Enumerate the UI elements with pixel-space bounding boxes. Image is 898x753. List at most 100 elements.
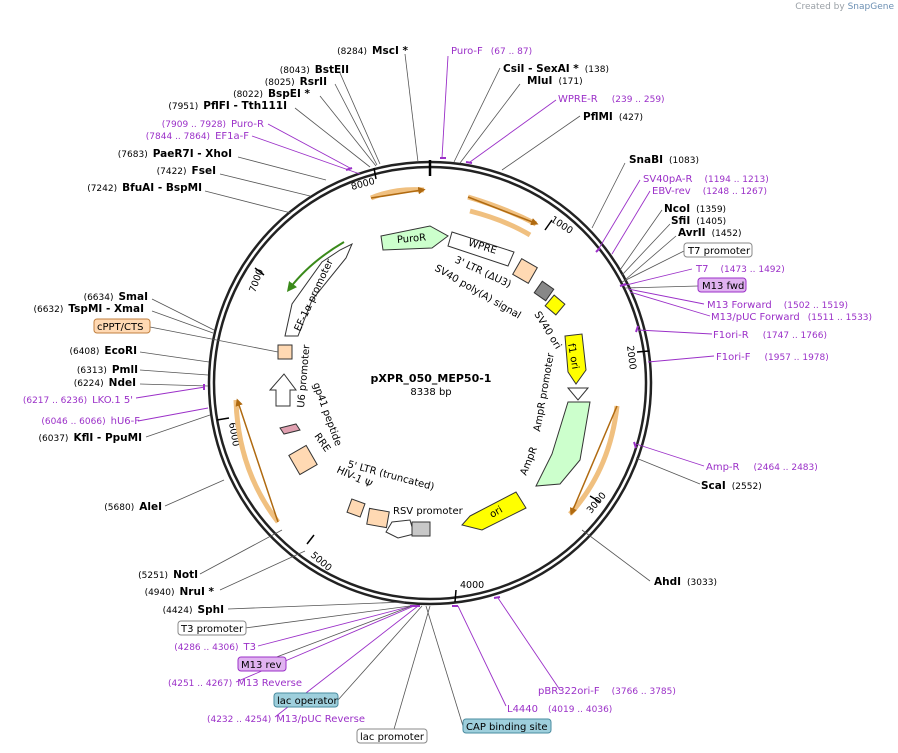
box-cap-site: CAP binding site xyxy=(466,722,548,733)
feature-ampr: AmpR xyxy=(519,445,540,477)
enzyme-ahdI: AhdI(3033) xyxy=(654,576,717,588)
box-lac-promoter: lac promoter xyxy=(360,732,425,743)
tick-label: 8000 xyxy=(350,176,376,193)
feature-f1ori: f1 ori xyxy=(565,343,580,371)
arc-amp xyxy=(568,405,620,516)
primer-t7: T7(1473 .. 1492) xyxy=(695,264,785,275)
enzyme-bfuAI: (7242)BfuAI - BspMI xyxy=(87,182,202,194)
box-lac-operator: lac operator xyxy=(277,696,338,707)
enzyme-csiI: CsiI - SexAI *(138) xyxy=(503,63,609,75)
arrow-puro-a xyxy=(370,186,426,199)
enzyme-leaders xyxy=(139,53,701,610)
primer-lko1: (6217 .. 6236)LKO.1 5' xyxy=(23,395,133,406)
feature-ampr-shape xyxy=(535,401,591,487)
primer-ef1a-f: (7844 .. 7864)EF1a-F xyxy=(146,131,249,142)
feature-puror: PuroR xyxy=(397,232,427,246)
feature-gp41-shape xyxy=(279,423,301,435)
enzyme-snaBI: SnaBI(1083) xyxy=(629,154,699,166)
primer-f1ori-f: F1ori-F(1957 .. 1978) xyxy=(716,352,829,363)
feature-5ltr-shape xyxy=(366,507,390,529)
feature-rsv-box xyxy=(411,521,431,537)
arc-ef1a xyxy=(286,241,345,292)
feature-shapes xyxy=(268,225,591,539)
feature-hiv-shape xyxy=(346,498,366,518)
feature-u6-shape xyxy=(268,373,297,407)
primer-m13-forward: M13 Forward(1502 .. 1519) xyxy=(707,300,848,311)
enzyme-labels: (8284)MscI * (8043)BstEII (8025)RsrII (8… xyxy=(33,45,761,616)
enzyme-mluI: MluI(171) xyxy=(527,75,583,87)
primer-m13-reverse: (4251 .. 4267)M13 Reverse xyxy=(168,678,302,689)
primer-m13-puc-forward: M13/pUC Forward(1511 .. 1533) xyxy=(711,312,872,323)
tick-marks xyxy=(216,167,650,603)
primer-puro-r: (7909 .. 7928)Puro-R xyxy=(162,119,264,130)
arrow-6000 xyxy=(235,398,279,523)
feature-cppt-shape xyxy=(277,344,293,360)
tick-label: 7000 xyxy=(247,268,266,294)
enzyme-paeR7I: (7683)PaeR7I - XhoI xyxy=(118,148,232,160)
arrow-wpre-a xyxy=(467,196,539,226)
primer-t3: (4286 .. 4306)T3 xyxy=(174,642,256,653)
box-cppt: cPPT/CTS xyxy=(97,322,143,333)
feature-grey-shape xyxy=(533,280,555,302)
feature-rsv-shape xyxy=(385,519,415,539)
feature-ef1a-shape xyxy=(284,242,353,337)
arrow-amp xyxy=(570,405,618,516)
feature-f1ori-shape xyxy=(564,333,587,385)
credit-brand: SnapGene xyxy=(847,2,894,12)
feature-rsv: RSV promoter xyxy=(393,506,464,517)
enzyme-ndeI: (6224)NdeI xyxy=(74,377,136,389)
feature-ampr-promoter: AmpR promoter xyxy=(532,351,557,432)
enzyme-scaI: ScaI(2552) xyxy=(701,480,762,492)
snapgene-credit: Created by SnapGene xyxy=(795,2,894,12)
enzyme-sfiI: SfiI(1405) xyxy=(671,215,726,227)
primer-pbr322ori-f: pBR322ori-F(3766 .. 3785) xyxy=(538,686,676,697)
primer-amp-r: Amp-R(2464 .. 2483) xyxy=(706,462,818,473)
primer-m13-puc-reverse: (4232 .. 4254)M13/pUC Reverse xyxy=(207,714,365,725)
enzyme-bspEI: (8022)BspEI * xyxy=(233,88,310,100)
enzyme-notI: (5251)NotI xyxy=(138,569,198,581)
plasmid-size: 8338 bp xyxy=(410,387,451,398)
primer-f1ori-r: F1ori-R(1747 .. 1766) xyxy=(713,330,827,341)
box-m13-fwd: M13 fwd xyxy=(702,281,744,292)
primer-sv40pa-r: SV40pA-R(1194 .. 1213) xyxy=(643,174,769,185)
enzyme-fseI: (7422)FseI xyxy=(157,165,216,177)
enzyme-tspMI: (6632)TspMI - XmaI xyxy=(33,303,144,315)
enzyme-nruI: (4940)NruI * xyxy=(145,586,215,598)
box-t3-promoter: T3 promoter xyxy=(180,624,244,635)
tick-label: 2000 xyxy=(624,345,638,370)
feature-sv40-shape xyxy=(544,294,566,316)
enzyme-pflFI: (7951)PflFI - Tth111I xyxy=(168,100,287,112)
enzyme-ncoI: NcoI(1359) xyxy=(664,203,726,215)
box-t7-promoter: T7 promoter xyxy=(687,246,751,257)
feature-u6: U6 promoter xyxy=(296,343,313,408)
arc-wpre-b xyxy=(469,208,532,238)
boxed-labels: T7 promoter M13 fwd cPPT/CTS T3 promoter… xyxy=(93,242,753,744)
feature-ltr-shape xyxy=(512,258,538,284)
enzyme-kflI: (6037)KflI - PpuMI xyxy=(39,432,142,444)
arc-6000 xyxy=(233,399,280,524)
feature-wpre-shape xyxy=(447,231,515,267)
feature-ampr-promoter-shape xyxy=(566,387,590,401)
feature-rre-shape xyxy=(288,444,318,476)
plasmid-name: pXPR_050_MEP50-1 xyxy=(371,372,492,385)
enzyme-avrII: AvrII(1452) xyxy=(678,227,742,239)
primer-hu6-f: (6046 .. 6066)hU6-F xyxy=(41,416,140,427)
enzyme-pflMI: PflMI(427) xyxy=(583,111,643,123)
credit-prefix: Created by xyxy=(795,2,845,12)
primer-ebv-rev: EBV-rev(1248 .. 1267) xyxy=(652,186,767,197)
enzyme-aleI: (5680)AleI xyxy=(104,501,162,513)
enzyme-sphI: (4424)SphI xyxy=(163,604,224,616)
enzyme-smaI: (6634)SmaI xyxy=(84,291,148,303)
enzyme-rsrII: (8025)RsrII xyxy=(265,76,327,88)
feature-sv40ori: SV40 ori xyxy=(531,310,563,352)
box-leaders xyxy=(149,250,699,737)
feature-puror-shape xyxy=(380,225,449,251)
enzyme-mscI: (8284)MscI * xyxy=(337,45,408,57)
enzyme-bstEII: (8043)BstEII xyxy=(280,64,349,76)
tick-label: 4000 xyxy=(460,580,484,591)
enzyme-ecoRI: (6408)EcoRI xyxy=(69,345,137,357)
primer-puro-f: Puro-F(67 .. 87) xyxy=(451,46,532,57)
feature-ori-shape xyxy=(461,491,527,531)
primer-labels: Puro-F(67 .. 87) WPRE-R(239 .. 259) (790… xyxy=(23,46,872,725)
